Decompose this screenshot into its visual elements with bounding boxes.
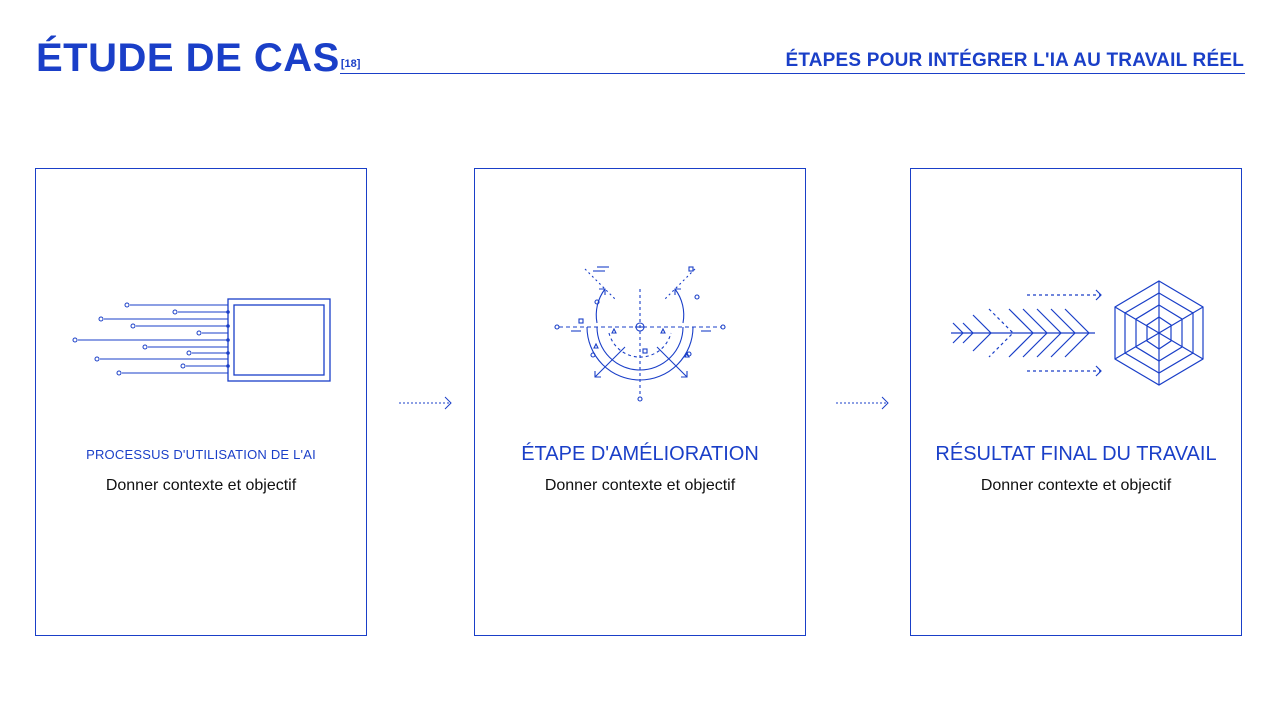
card-1-title: PROCESSUS D'UTILISATION DE L'AI: [86, 447, 316, 462]
card-3-title: RÉSULTAT FINAL DU TRAVAIL: [935, 443, 1217, 465]
data-stream-screen-icon: [72, 298, 331, 382]
dotted-arrow-right-icon: [399, 396, 452, 410]
page-title: ÉTUDE DE CAS[18]: [36, 34, 360, 82]
citation-marker: [18]: [340, 58, 361, 70]
crosshair-cycle-icon: [554, 266, 726, 402]
step-card-2: ÉTAPE D'AMÉLIORATION Donner contexte et …: [474, 168, 806, 636]
page-subtitle: ÉTAPES POUR INTÉGRER L'IA AU TRAVAIL RÉE…: [785, 50, 1244, 71]
header-divider: [340, 73, 1245, 74]
card-2-description: Donner contexte et objectif: [544, 477, 736, 494]
card-3-description: Donner contexte et objectif: [980, 477, 1172, 494]
card-1-description: Donner contexte et objectif: [105, 477, 297, 494]
step-card-1: PROCESSUS D'UTILISATION DE L'AI Donner c…: [35, 168, 367, 636]
card-2-title: ÉTAPE D'AMÉLIORATION: [521, 443, 759, 465]
dotted-arrow-right-icon: [836, 396, 889, 410]
step-card-3: RÉSULTAT FINAL DU TRAVAIL Donner context…: [910, 168, 1242, 636]
chevrons-hexagon-icon: [951, 280, 1204, 386]
page-title-text: ÉTUDE DE CAS: [36, 36, 340, 80]
